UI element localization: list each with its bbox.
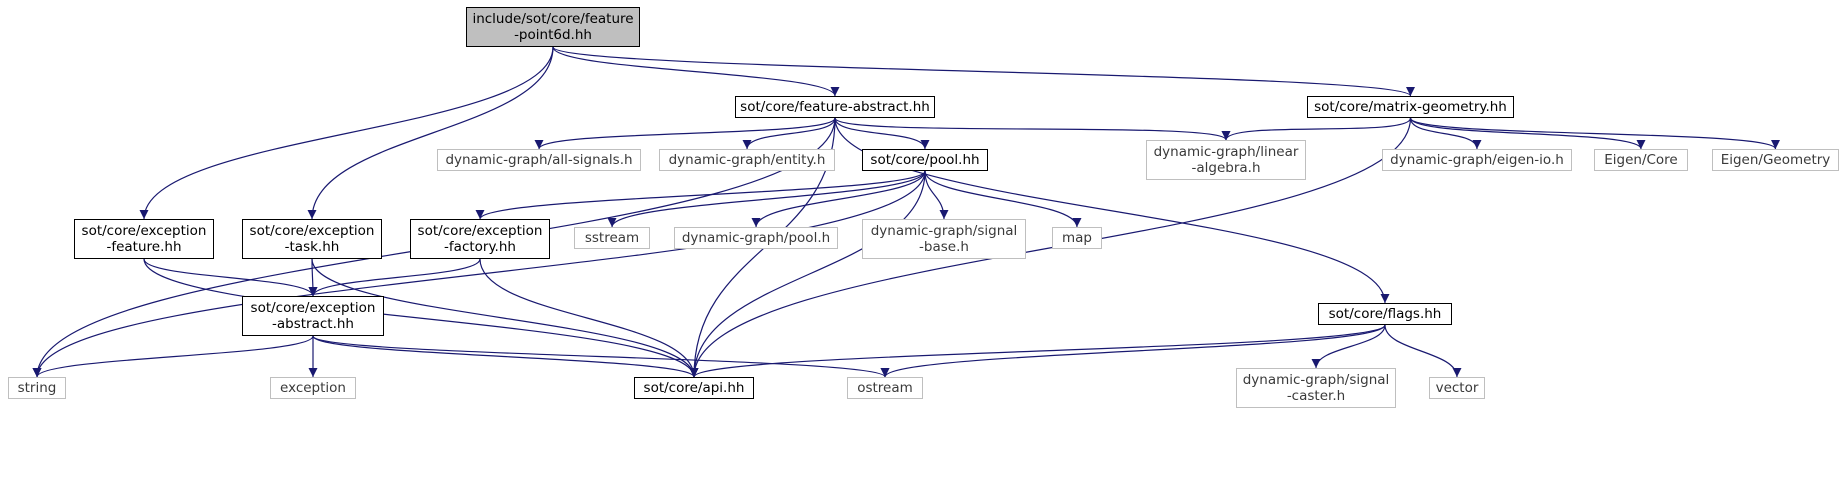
node-label-line: -algebra.h xyxy=(1191,160,1261,176)
node-label-line: dynamic-graph/entity.h xyxy=(668,152,826,168)
edge-pool-to-string xyxy=(32,170,926,378)
node-signal-base[interactable]: dynamic-graph/signal -base.h xyxy=(862,219,1026,259)
edge-pool-to-signal_base xyxy=(924,170,949,220)
node-exception-factory[interactable]: sot/core/exception -factory.hh xyxy=(410,219,550,259)
node-exception-feature[interactable]: sot/core/exception -feature.hh xyxy=(74,219,214,259)
node-label-line: sot/core/exception xyxy=(81,223,207,239)
node-label-line: sot/core/api.hh xyxy=(643,380,745,396)
edge-matrix_geometry-to-eigen_geometry xyxy=(1409,117,1780,150)
node-label-line: -point6d.hh xyxy=(514,27,592,43)
edge-flags-to-ostream xyxy=(880,324,1386,378)
node-label-line: -caster.h xyxy=(1286,388,1346,404)
node-vector[interactable]: vector xyxy=(1429,377,1485,399)
node-dg-pool[interactable]: dynamic-graph/pool.h xyxy=(674,227,838,249)
edge-pool-to-api xyxy=(689,170,926,378)
node-label-line: sot/core/exception xyxy=(249,223,375,239)
node-label-line: ostream xyxy=(857,380,913,396)
node-label-line: -abstract.hh xyxy=(272,316,354,332)
edge-pool-to-dg_pool xyxy=(751,170,926,228)
node-eigen-io[interactable]: dynamic-graph/eigen-io.h xyxy=(1382,149,1572,171)
node-label-line: dynamic-graph/pool.h xyxy=(681,230,831,246)
edge-flags-to-api xyxy=(689,324,1386,378)
node-exception-abstract[interactable]: sot/core/exception -abstract.hh xyxy=(242,296,384,336)
node-exception-task[interactable]: sot/core/exception -task.hh xyxy=(242,219,382,259)
node-label-line: Eigen/Core xyxy=(1604,152,1678,168)
node-string[interactable]: string xyxy=(8,377,66,399)
node-label-line: dynamic-graph/linear xyxy=(1153,144,1299,160)
node-label-line: sot/core/feature-abstract.hh xyxy=(740,99,930,115)
edge-feature_abstract-to-dg_entity xyxy=(742,117,836,150)
node-label-line: exception xyxy=(280,380,346,396)
edge-matrix_geometry-to-eigen_core xyxy=(1409,117,1646,150)
node-root-feature-point6d[interactable]: include/sot/core/feature -point6d.hh xyxy=(466,7,640,47)
node-label-line: -task.hh xyxy=(284,239,340,255)
node-label-line: Eigen/Geometry xyxy=(1720,152,1831,168)
node-label-line: sot/core/exception xyxy=(250,300,376,316)
node-label-line: vector xyxy=(1435,380,1479,396)
node-label-line: map xyxy=(1062,230,1092,246)
edge-flags-to-signal_caster xyxy=(1311,324,1386,369)
node-dg-entity[interactable]: dynamic-graph/entity.h xyxy=(659,149,835,171)
node-label-line: sot/core/pool.hh xyxy=(870,152,980,168)
node-ostream[interactable]: ostream xyxy=(847,377,923,399)
node-signal-caster[interactable]: dynamic-graph/signal -caster.h xyxy=(1236,368,1396,408)
edge-feature_abstract-to-pool xyxy=(834,117,930,150)
node-label-line: sstream xyxy=(584,230,640,246)
edge-exc_abstract-to-string xyxy=(32,335,314,378)
node-eigen-geometry[interactable]: Eigen/Geometry xyxy=(1712,149,1839,171)
edge-exc_abstract-to-ostream xyxy=(312,335,890,378)
edge-exc_task-to-api xyxy=(311,258,699,378)
edge-pool-to-exc_factory xyxy=(475,170,926,220)
node-label-line: sot/core/flags.hh xyxy=(1328,306,1442,322)
node-label-line: -factory.hh xyxy=(444,239,516,255)
node-eigen-core[interactable]: Eigen/Core xyxy=(1594,149,1688,171)
edge-exc_factory-to-api xyxy=(479,258,699,378)
edge-root-to-feature_abstract xyxy=(552,46,840,97)
edge-root-to-matrix_geometry xyxy=(552,46,1415,97)
node-api[interactable]: sot/core/api.hh xyxy=(634,377,754,399)
edge-root-to-exc_feature xyxy=(139,46,554,220)
node-label-line: string xyxy=(17,380,57,396)
edge-exc_feature-to-api xyxy=(143,258,699,378)
node-label-line: -feature.hh xyxy=(106,239,182,255)
node-label-line: dynamic-graph/signal xyxy=(1242,372,1390,388)
node-linear-algebra[interactable]: dynamic-graph/linear -algebra.h xyxy=(1146,140,1306,180)
node-label-line: -base.h xyxy=(919,239,969,255)
node-feature-abstract[interactable]: sot/core/feature-abstract.hh xyxy=(735,96,935,118)
edge-matrix_geometry-to-eigen_io xyxy=(1409,117,1482,150)
node-label-line: dynamic-graph/eigen-io.h xyxy=(1390,152,1564,168)
node-flags[interactable]: sot/core/flags.hh xyxy=(1318,303,1452,325)
node-label-line: dynamic-graph/signal xyxy=(870,223,1018,239)
node-label-line: include/sot/core/feature xyxy=(472,11,634,27)
edge-pool-to-map xyxy=(924,170,1082,228)
node-exception[interactable]: exception xyxy=(270,377,356,399)
edge-matrix_geometry-to-linear_algebra xyxy=(1221,117,1412,141)
edge-root-to-exc_task xyxy=(307,46,554,220)
edge-feature_abstract-to-linear_algebra xyxy=(834,117,1231,141)
node-matrix-geometry[interactable]: sot/core/matrix-geometry.hh xyxy=(1307,96,1514,118)
node-map[interactable]: map xyxy=(1052,227,1102,249)
edge-pool-to-sstream xyxy=(607,170,926,228)
edge-exc_factory-to-exc_abstract xyxy=(308,258,481,297)
node-label-line: sot/core/exception xyxy=(417,223,543,239)
edge-exc_feature-to-exc_abstract xyxy=(143,258,318,297)
node-all-signals[interactable]: dynamic-graph/all-signals.h xyxy=(437,149,641,171)
node-label-line: dynamic-graph/all-signals.h xyxy=(445,152,633,168)
edge-flags-to-vector xyxy=(1384,324,1462,378)
edge-exc_abstract-to-api xyxy=(312,335,699,378)
node-sstream[interactable]: sstream xyxy=(574,227,650,249)
edge-feature_abstract-to-all_signals xyxy=(534,117,836,150)
node-pool[interactable]: sot/core/pool.hh xyxy=(862,149,988,171)
node-label-line: sot/core/matrix-geometry.hh xyxy=(1314,99,1507,115)
